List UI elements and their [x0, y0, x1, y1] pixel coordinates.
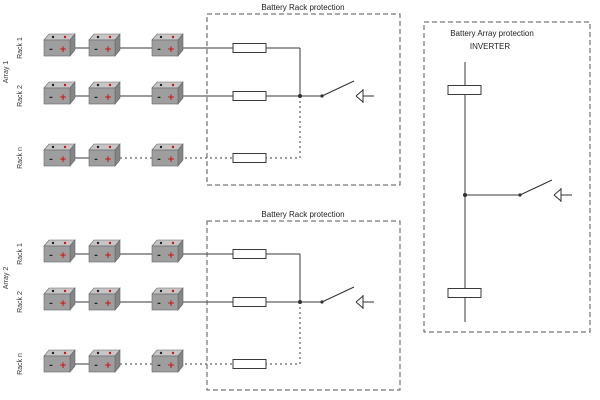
array-protection-box — [423, 21, 591, 333]
battery-icon — [43, 33, 76, 57]
battery-icon — [43, 143, 76, 167]
junction-dot — [298, 300, 302, 304]
battery-icon — [151, 349, 184, 373]
rack-label-a1-r1: Rack 1 — [17, 37, 24, 59]
fuse-icon — [447, 85, 482, 95]
array-protection-wiring — [464, 62, 520, 322]
battery-icon — [88, 239, 121, 263]
rack-label-a2-r2: Rack 2 — [17, 291, 24, 313]
battery-icon — [88, 287, 121, 311]
battery-icon — [151, 239, 184, 263]
array-protection-title: Battery Array protection — [450, 29, 534, 38]
rack-protection-box-2 — [206, 220, 401, 391]
fuse-icon — [232, 91, 267, 101]
array1-label: Array 1 — [3, 61, 10, 84]
fuse-icon — [232, 297, 267, 307]
battery-icon — [43, 239, 76, 263]
fuse-icon — [232, 359, 267, 369]
array2-label: Array 2 — [3, 267, 10, 290]
battery-icon — [43, 81, 76, 105]
rack-label-a1-r2: Rack 2 — [17, 85, 24, 107]
switch-icon — [319, 286, 375, 310]
rack-protection-title-1: Battery Rack protection — [261, 3, 344, 12]
battery-icon — [151, 143, 184, 167]
rack-protection-title-2: Battery Rack protection — [261, 210, 344, 219]
switch-icon — [319, 80, 375, 104]
battery-icon — [88, 33, 121, 57]
fuse-icon — [232, 249, 267, 259]
rack-label-a1-rn: Rack n — [17, 147, 24, 169]
switch-icon — [517, 179, 573, 203]
battery-icon — [151, 33, 184, 57]
fuse-icon — [232, 43, 267, 53]
battery-icon — [151, 81, 184, 105]
rack-label-a2-rn: Rack n — [17, 353, 24, 375]
fuse-icon — [447, 288, 482, 298]
battery-icon — [88, 81, 121, 105]
battery-icon — [151, 287, 184, 311]
battery-icon — [88, 349, 121, 373]
inverter-title: INVERTER — [470, 42, 511, 51]
battery-icon — [43, 349, 76, 373]
battery-icon — [88, 143, 121, 167]
fuse-icon — [232, 153, 267, 163]
rack-label-a2-r1: Rack 1 — [17, 243, 24, 265]
junction-dot — [298, 94, 302, 98]
rack-protection-box-1 — [206, 13, 401, 186]
junction-dot — [463, 193, 467, 197]
battery-icon — [43, 287, 76, 311]
